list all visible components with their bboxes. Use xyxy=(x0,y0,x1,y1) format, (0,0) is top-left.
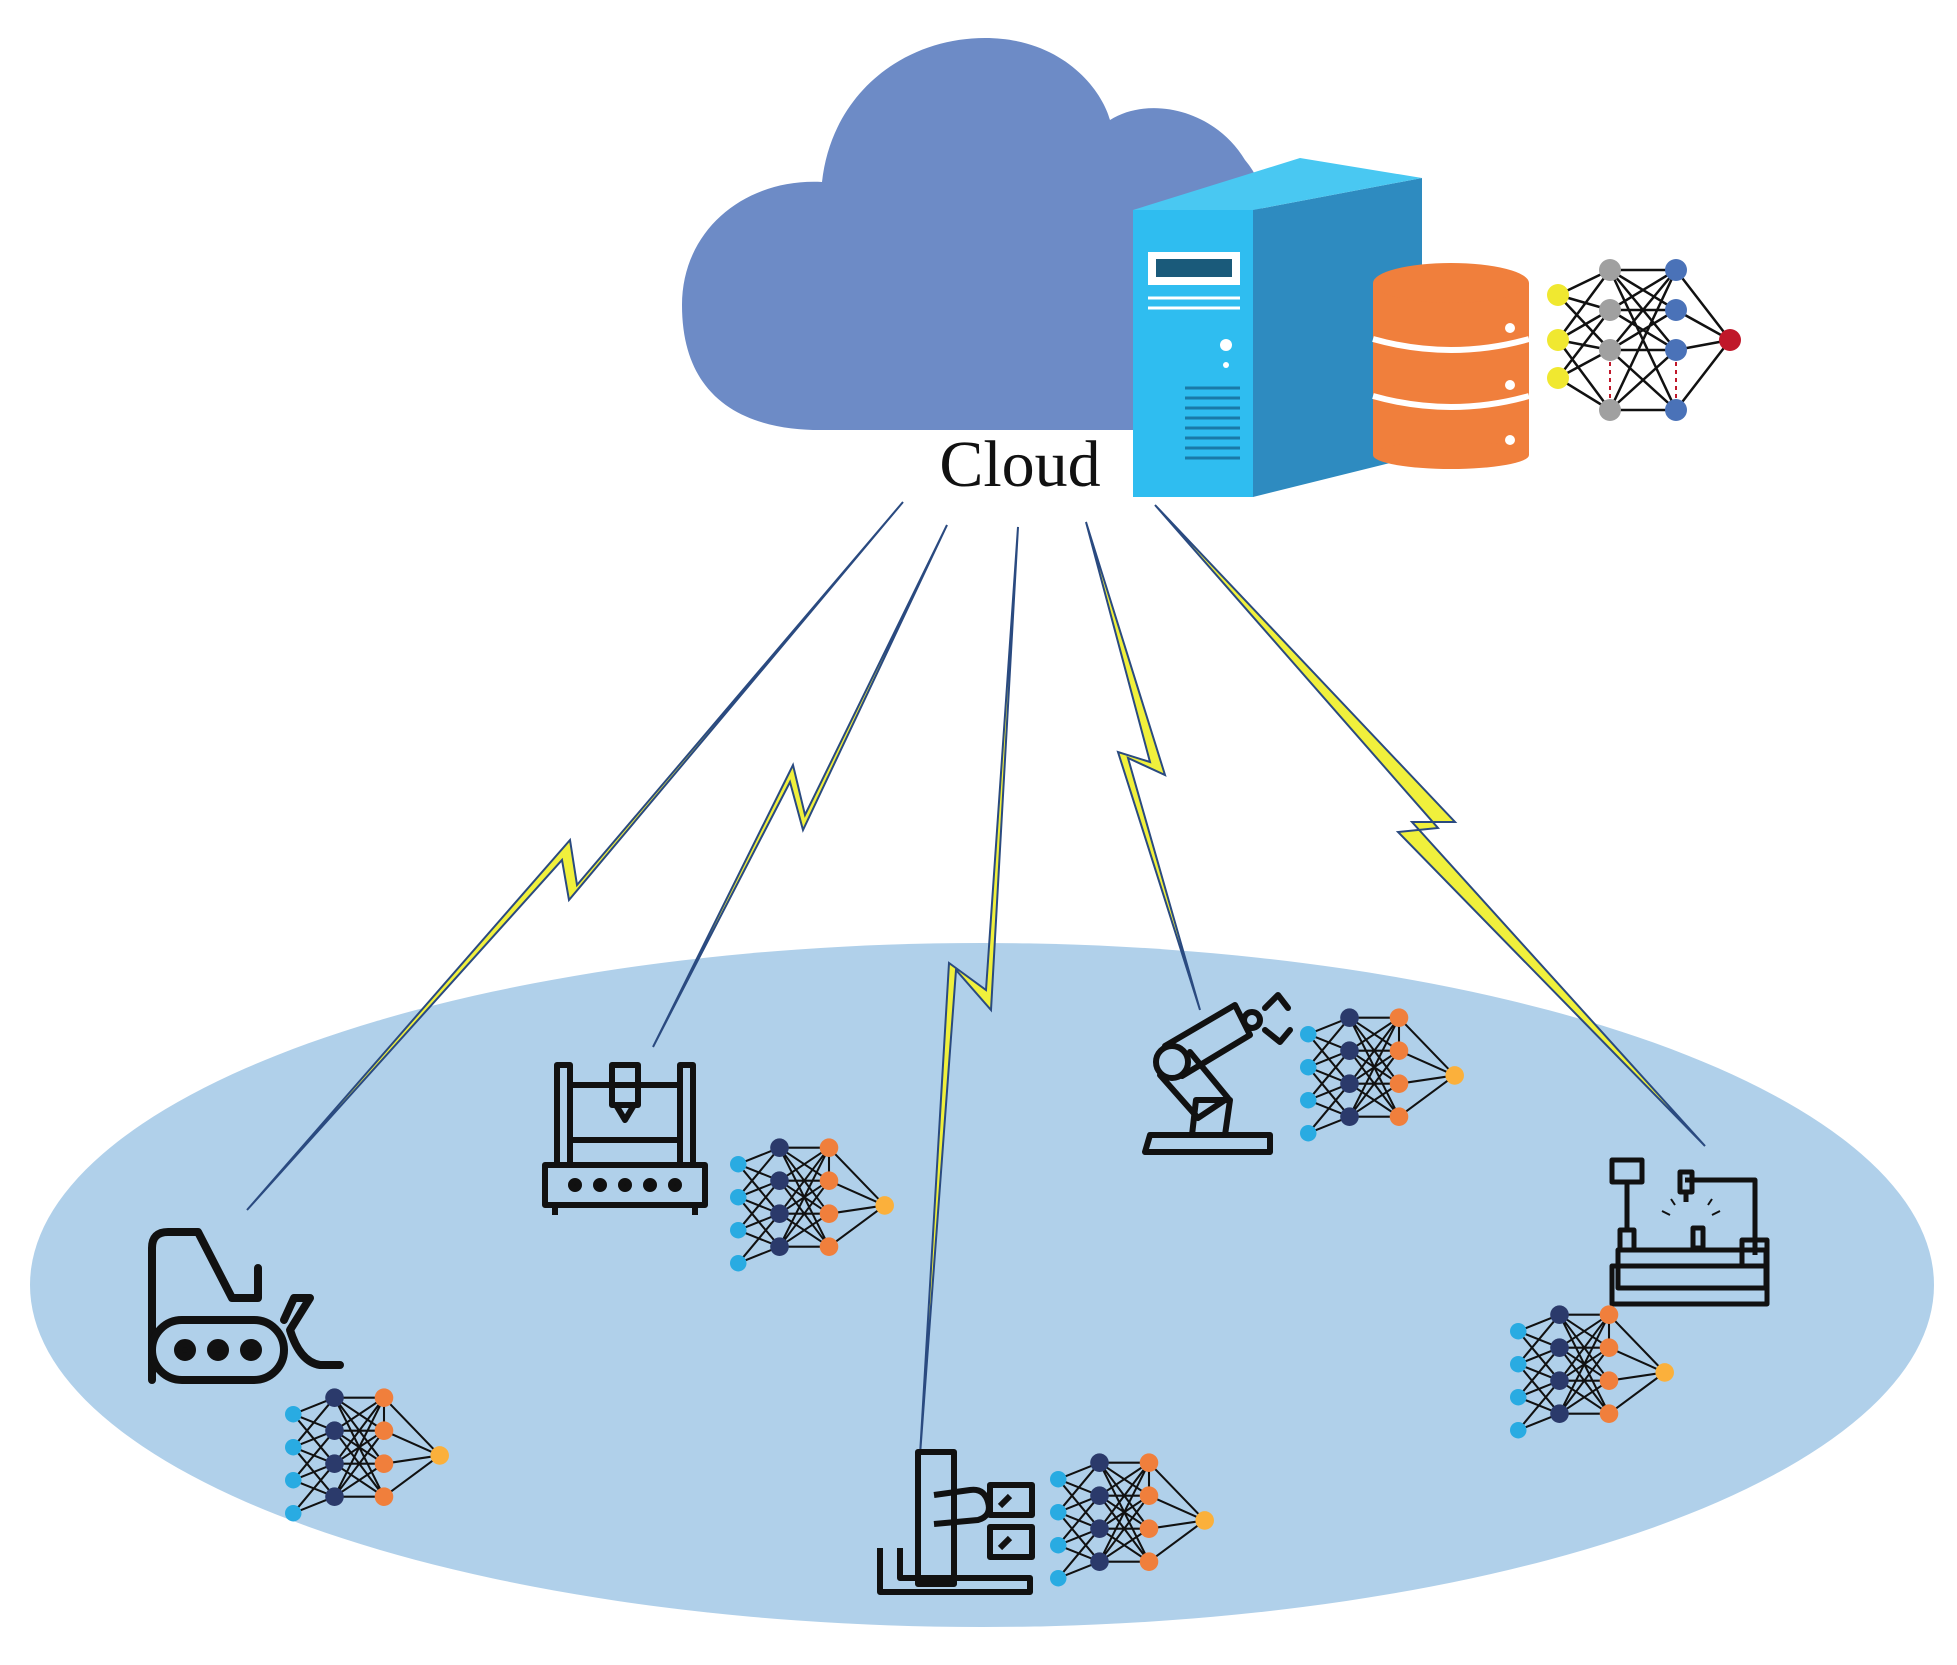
link-cnc-machine xyxy=(652,524,948,1048)
laser-cutter-icon xyxy=(1609,1157,1770,1307)
edge-area xyxy=(30,943,1934,1627)
robot-arm-icon xyxy=(1142,992,1293,1155)
inspection-station-icon xyxy=(877,1449,1035,1595)
cloud-icon xyxy=(682,38,1263,430)
link-bulldozer xyxy=(246,501,904,1211)
database-icon xyxy=(1372,263,1530,469)
bulldozer-icon xyxy=(148,1228,344,1384)
cloud-neural-network-icon xyxy=(1547,259,1741,421)
cloud-label: Cloud xyxy=(939,428,1101,501)
link-laser-cutter xyxy=(1154,504,1706,1147)
link-robot-arm xyxy=(1085,521,1201,1011)
cnc-machine-icon xyxy=(542,1062,708,1215)
